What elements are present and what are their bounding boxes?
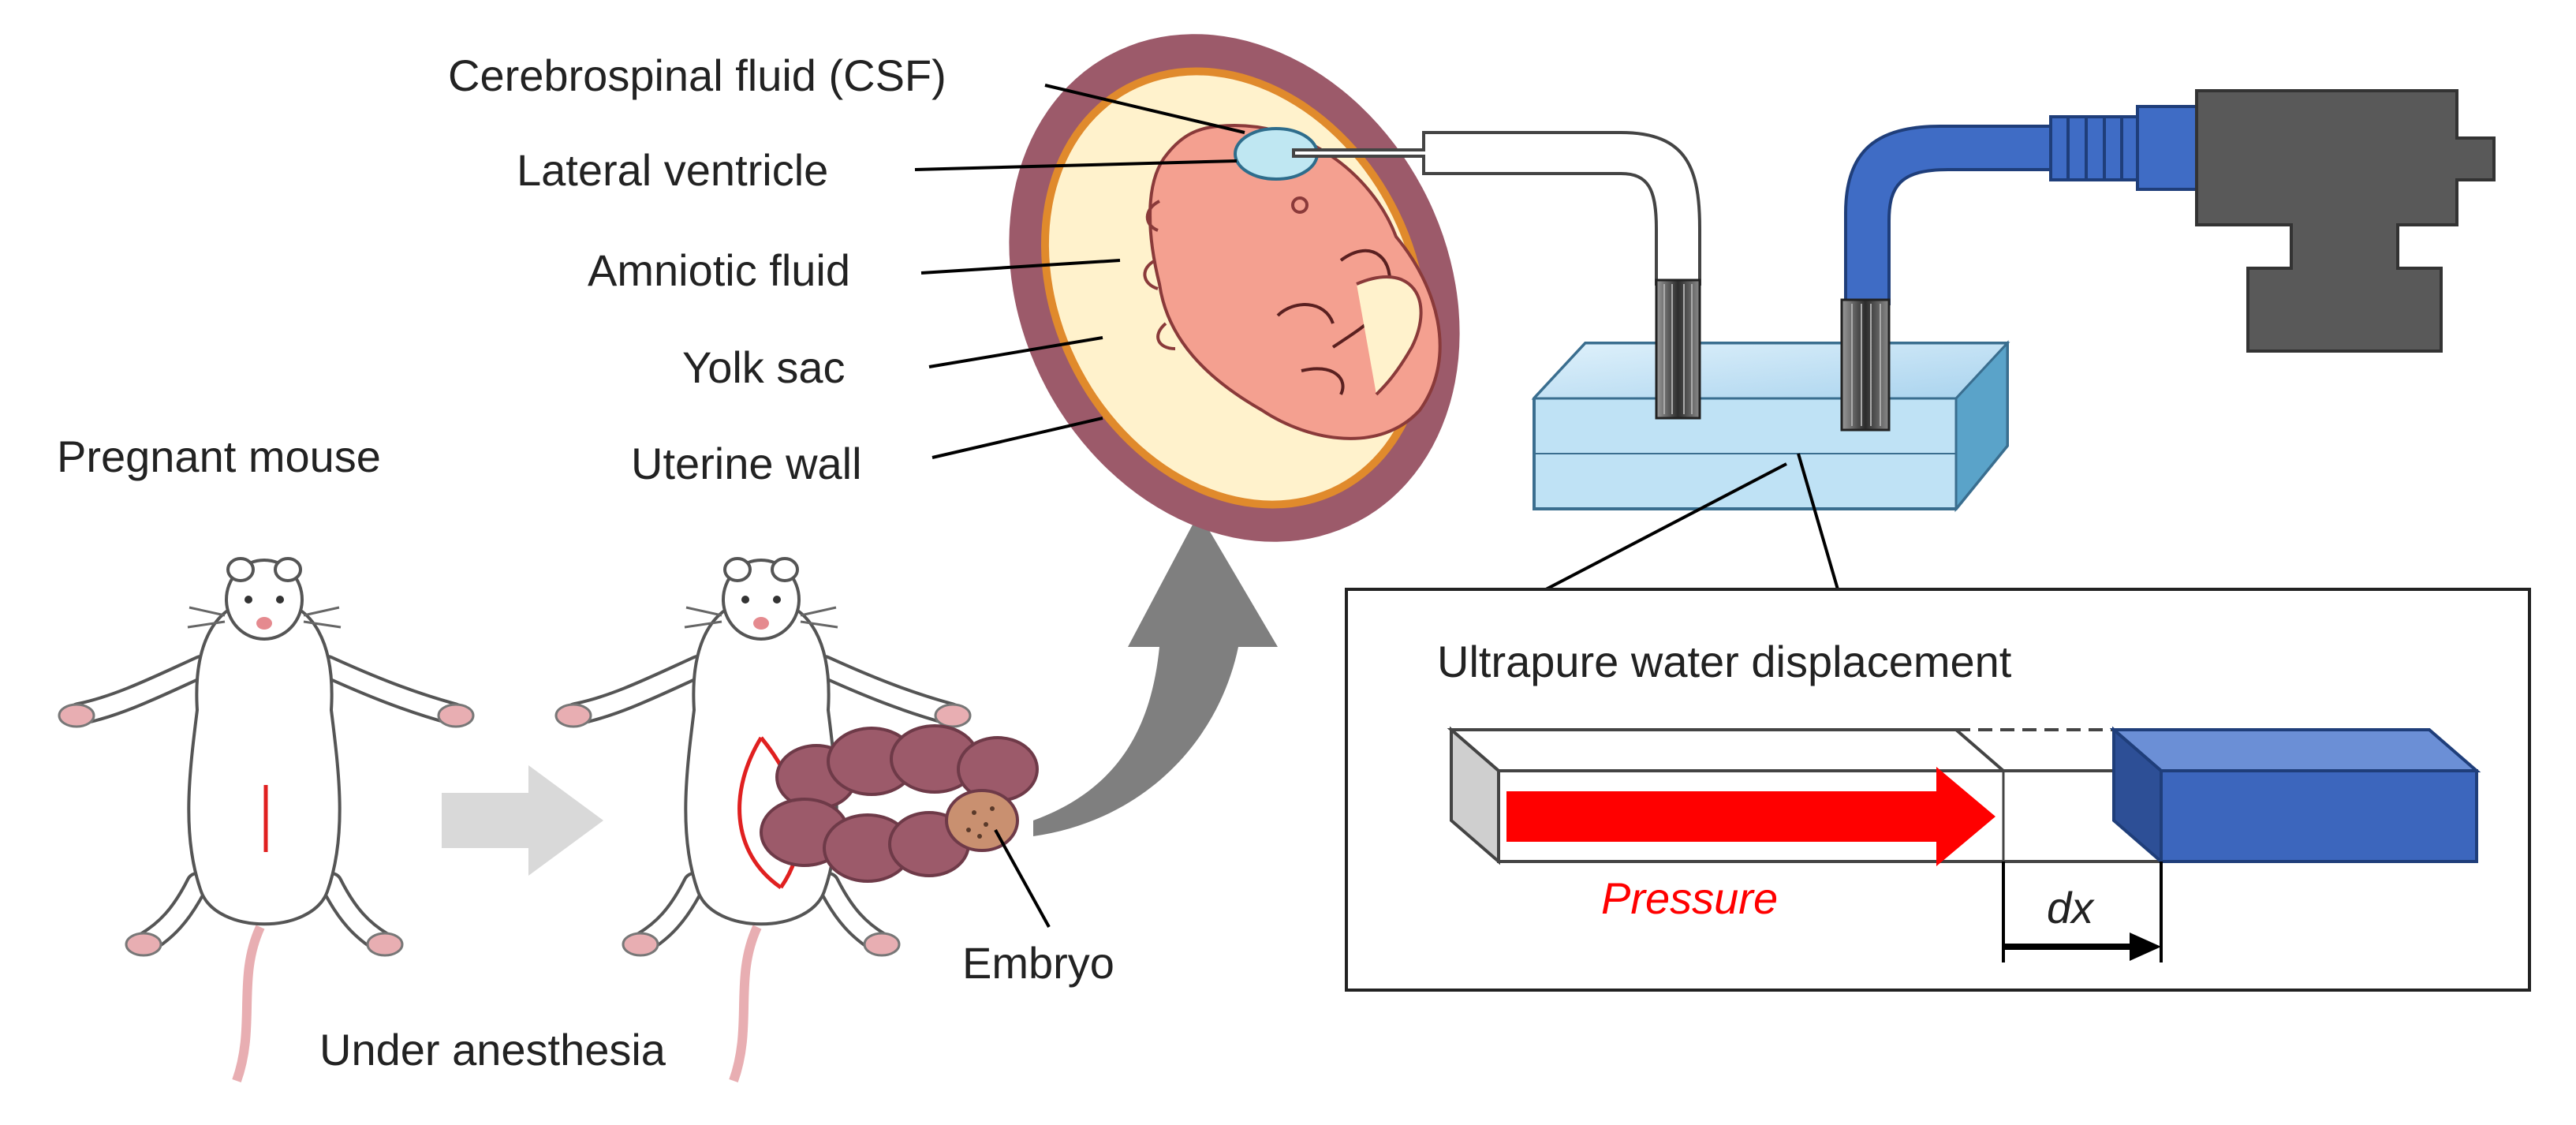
csf-pointer	[1044, 84, 1245, 134]
dx-label: dx	[2047, 883, 2095, 933]
under-anesthesia-label: Under anesthesia	[319, 1025, 666, 1075]
csf-label: Cerebrospinal fluid (CSF)	[448, 50, 946, 100]
process-arrow	[442, 765, 603, 876]
amniotic-fluid-pointer	[920, 259, 1121, 275]
embryo-body	[1148, 124, 1442, 440]
pressure-label: Pressure	[1601, 873, 1778, 923]
embryo-dots	[966, 806, 995, 839]
blue-tubing	[1844, 125, 2052, 305]
embryo-pointer	[994, 829, 1051, 928]
callout-line-right	[1797, 453, 1839, 590]
yolk-sac-pointer	[928, 336, 1103, 368]
uterine-wall-label: Uterine wall	[631, 439, 862, 488]
lateral-ventricle-label: Lateral ventricle	[517, 145, 828, 195]
pregnant-mouse-illustration	[67, 557, 465, 1083]
pregnant-mouse-label: Pregnant mouse	[57, 432, 381, 481]
tubing-connector	[2049, 105, 2198, 191]
anesthetized-mouse-details	[554, 596, 972, 957]
embryo-label: Embryo	[962, 938, 1114, 988]
transfer-arrow	[1033, 513, 1278, 836]
steel-tubes	[1655, 278, 1891, 432]
callout-line-left	[1545, 462, 1787, 591]
dx-arrow	[2003, 933, 2161, 961]
needle-tube	[1292, 131, 1701, 286]
pressure-sensor	[2195, 89, 2496, 353]
water-bath	[1531, 340, 2010, 513]
uterine-horns	[760, 724, 1039, 883]
pressure-arrow	[1506, 767, 1995, 866]
amniotic-fluid-label: Amniotic fluid	[588, 245, 850, 295]
lateral-ventricle-pointer	[914, 159, 1238, 171]
uterine-wall-pointer	[931, 417, 1103, 459]
water-column	[2109, 726, 2481, 865]
embryo-in-uterus	[1009, 34, 1460, 542]
water-displacement-label: Ultrapure water displacement	[1437, 637, 2012, 686]
pregnant-mouse-details	[58, 596, 475, 957]
yolk-sac-label: Yolk sac	[682, 342, 846, 392]
